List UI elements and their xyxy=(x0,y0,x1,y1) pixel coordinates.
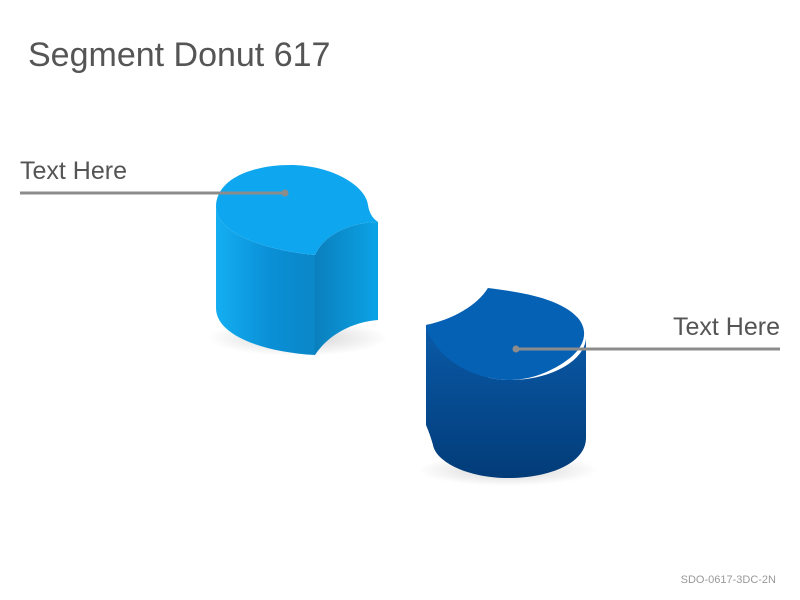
segment-1-label: Text Here xyxy=(20,157,127,185)
leader-line-2 xyxy=(512,345,780,353)
segment-1-top xyxy=(216,165,378,255)
segment-2-label: Text Here xyxy=(673,313,780,341)
product-code: SDO-0617-3DC-2N xyxy=(680,574,776,586)
page-title: Segment Donut 617 xyxy=(28,36,331,74)
segment-2-top xyxy=(426,288,585,380)
leader-line-1 xyxy=(20,189,289,197)
segment-1 xyxy=(208,165,388,356)
segment-2-side xyxy=(426,325,586,478)
segment-2 xyxy=(418,288,598,486)
segment-1-side xyxy=(216,207,315,355)
segment-1-inner-face xyxy=(315,222,378,355)
